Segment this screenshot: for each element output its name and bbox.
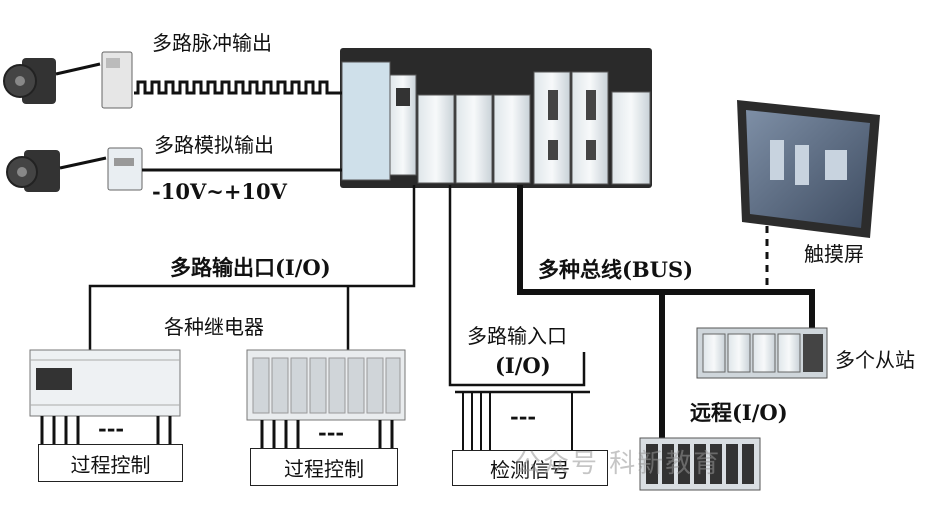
slave-station-icon	[696, 327, 828, 379]
box-process-control-2: 过程控制	[250, 448, 398, 486]
box-process-control-1: 过程控制	[38, 444, 183, 482]
detection-signal-wires	[462, 392, 573, 450]
servo-drive-icon	[101, 51, 133, 109]
label-input-port-line1: 多路输入口	[467, 324, 567, 348]
servo-motor-icon	[3, 58, 56, 104]
motor-cable-top	[55, 62, 101, 76]
pulse-wave-line	[134, 80, 342, 95]
label-voltage-range: -10V~+10V	[152, 179, 287, 204]
box-detection-signal: 检测信号	[452, 450, 608, 486]
plc-rack	[340, 48, 652, 188]
label-remote-io: 远程(I/O)	[690, 400, 788, 425]
dashes-process-control-2: ---	[318, 420, 345, 445]
label-slave-stations: 多个从站	[835, 348, 915, 372]
relay-block-icon	[246, 349, 406, 421]
bus-line	[517, 185, 815, 350]
remote-io-icon	[639, 437, 761, 491]
watermark-text: 公众号 科新教育	[515, 449, 722, 479]
label-analog-output: 多路模拟输出	[154, 133, 274, 157]
process-control-2-wires	[260, 420, 394, 448]
dashes-detection-signal: ---	[510, 404, 537, 429]
label-pulse-output: 多路脉冲输出	[152, 31, 272, 55]
process-control-1-wires	[40, 416, 172, 444]
output-port-line	[88, 185, 416, 352]
analog-module-icon	[107, 147, 143, 191]
label-input-port-line2: (I/O)	[495, 353, 551, 378]
label-output-port: 多路输出口(I/O)	[170, 255, 331, 280]
dashes-process-control-1: ---	[98, 416, 125, 441]
label-relays: 各种继电器	[164, 315, 264, 339]
input-port-line	[448, 185, 586, 387]
touchscreen-icon	[737, 100, 880, 238]
motor-cable-mid	[59, 156, 107, 170]
label-touchscreen: 触摸屏	[804, 242, 864, 266]
small-plc-icon	[29, 349, 181, 417]
label-bus: 多种总线(BUS)	[538, 257, 694, 282]
motor-icon	[6, 150, 60, 192]
